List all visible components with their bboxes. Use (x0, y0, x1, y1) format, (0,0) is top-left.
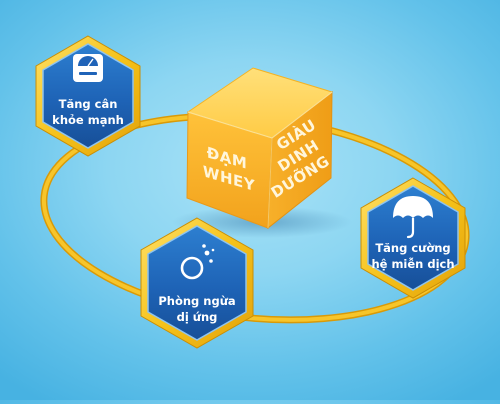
whey-cube: ĐẠM WHEY GIÀU DINH DƯỠNG (186, 67, 334, 230)
umbrella-icon (393, 196, 433, 239)
benefit-allergy-line-2: dị ứng (177, 310, 218, 324)
benefit-hexagon-weight: Tăng cân khỏe mạnh (35, 35, 141, 157)
benefit-immunity-line-2: hệ miễn dịch (371, 257, 454, 271)
benefit-weight-line-1: Tăng cân (59, 97, 118, 111)
scale-icon (73, 54, 103, 82)
benefit-weight-line-2: khỏe mạnh (52, 113, 124, 127)
benefit-allergy-line-1: Phòng ngừa (158, 294, 235, 308)
benefit-immunity-line-1: Tăng cường (375, 241, 450, 255)
allergy-icon (180, 244, 215, 280)
benefit-hexagon-immunity: Tăng cường hệ miễn dịch (360, 177, 466, 299)
benefit-hexagon-allergy: Phòng ngừa dị ứng (140, 217, 254, 349)
